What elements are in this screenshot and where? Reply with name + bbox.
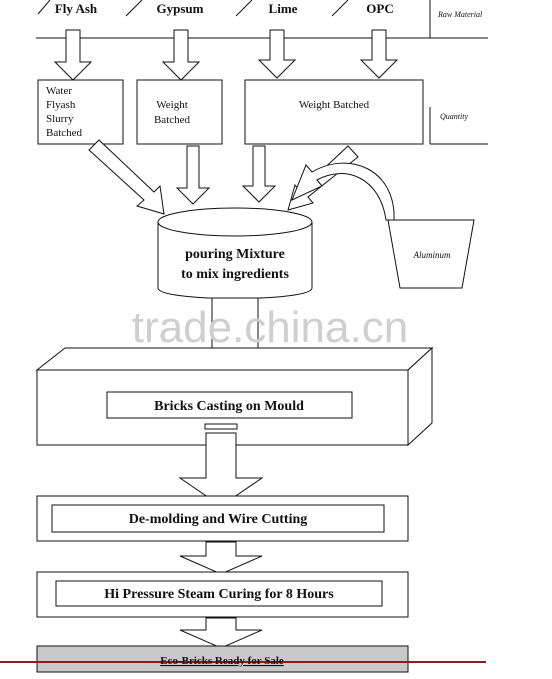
demolding-step-box (51, 504, 385, 533)
curing-step-box (55, 580, 383, 607)
final-step-label: Eco-Bricks Ready for Sale (160, 655, 284, 667)
quantity-legend: Quantity (440, 112, 468, 121)
casting-step-box (106, 391, 353, 419)
demolding-step-label: De-molding and Wire Cutting (129, 512, 308, 527)
arrow-down-opc (359, 29, 399, 79)
raw-opc-label: OPC (366, 1, 393, 16)
casting-block (35, 346, 434, 447)
fly-ash-batch-line-1: Water (46, 85, 72, 97)
arrow-down-lime-to-mixer (241, 145, 277, 203)
aluminum-pour (291, 162, 475, 289)
arrow-down-gypsum (161, 29, 201, 81)
raw-material-legend: Raw Material (437, 10, 483, 19)
raw-fly-ash-label: Fly Ash (55, 1, 98, 16)
aluminum-label: Aluminum (413, 250, 451, 260)
arrow-demolding-to-curing (179, 541, 263, 575)
arrow-curing-to-final (179, 617, 263, 649)
curing-step-label: Hi Pressure Steam Curing for 8 Hours (104, 587, 334, 602)
arrow-diagonal-fly-ash (88, 139, 165, 215)
arrow-casting-to-demolding (178, 423, 264, 507)
gypsum-batch-line-1: Weight (156, 99, 188, 111)
mixer-text-line-1: pouring Mixture (185, 247, 285, 262)
gypsum-batch-box (136, 79, 223, 145)
final-step-box (36, 645, 409, 673)
fly-ash-batch-line-3: Slurry (46, 113, 74, 125)
arrow-down-gypsum-to-mixer (175, 145, 211, 205)
curing-block (36, 571, 409, 618)
top-down-arrows (53, 29, 399, 81)
arrow-down-lime (257, 29, 297, 79)
fly-ash-batch-box (37, 79, 124, 145)
raw-gypsum-label: Gypsum (157, 1, 204, 16)
aluminum-bucket (387, 219, 475, 289)
fly-ash-batch-line-4: Batched (46, 127, 83, 139)
batching-row (37, 79, 488, 145)
demolding-block (36, 495, 409, 542)
arrow-down-fly-ash (53, 29, 93, 81)
lime-opc-batch-box (244, 79, 424, 145)
watermark: trade.china.cn (132, 303, 408, 352)
raw-material-row (36, 0, 488, 39)
casting-block-side (407, 346, 433, 447)
raw-lime-label: Lime (269, 1, 298, 16)
casting-step-label: Bricks Casting on Mould (154, 399, 304, 414)
lime-opc-batch-label: Weight Batched (299, 99, 370, 111)
mixer-text-line-2: to mix ingredients (181, 267, 289, 282)
curved-pour-stream (291, 162, 395, 221)
fly-ash-batch-line-2: Flyash (46, 99, 76, 111)
gypsum-batch-line-2: Batched (154, 114, 191, 126)
mixer-vessel (157, 207, 313, 299)
arrow-diagonal-opc (287, 145, 359, 211)
